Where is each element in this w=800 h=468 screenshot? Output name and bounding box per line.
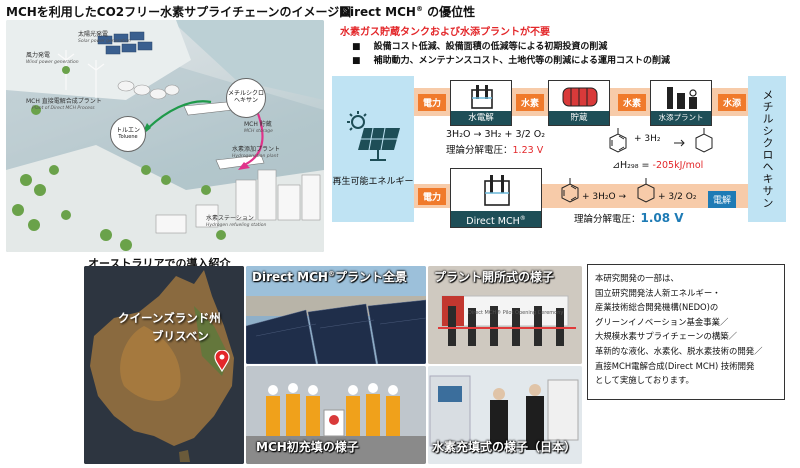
note-line: 革新的な液化、水素化、脱水素技術の開発／ bbox=[595, 345, 763, 356]
hydro-plant-box: 水添プラント bbox=[650, 80, 712, 126]
australia-map: クイーンズランド州 ブリスベン bbox=[84, 266, 244, 464]
mch-vertical-label: メチルシクロヘキサン bbox=[761, 89, 774, 209]
direct-mch-box: Direct MCH® bbox=[450, 168, 542, 228]
note-line: 本研究開発の一部は、 bbox=[595, 273, 679, 283]
label-solar-en: Solar power generation bbox=[78, 39, 131, 44]
electrolysis-label: 水電解 bbox=[451, 111, 511, 125]
equation-3-voltage: 理論分解電圧：1.08 V bbox=[574, 211, 684, 225]
note-line: 直接MCH電解合成(Direct MCH) 技術開発 bbox=[595, 360, 755, 371]
bullet-1: ■ 設備コスト低減、設備面積の低減等による初期投資の削減 bbox=[352, 42, 608, 52]
equation-3-tail: + 3/2 O₂ bbox=[658, 192, 697, 202]
renewable-label: 再生可能エネルギー bbox=[332, 177, 414, 187]
note-line: グリーンイノベーション基金事業／ bbox=[595, 316, 729, 327]
caption-first-fill: MCH初充填の様子 bbox=[256, 440, 359, 454]
note-line: として実施しております。 bbox=[595, 375, 694, 386]
map-label-state: クイーンズランド州 bbox=[118, 311, 221, 325]
direct-mch-electrolyzer-icon bbox=[484, 175, 510, 206]
map-label-city: ブリスベン bbox=[152, 329, 209, 343]
electrolysis-box: 水電解 bbox=[450, 80, 512, 126]
storage-box: 貯蔵 bbox=[548, 80, 610, 126]
note-line: 国立研究開発法人新エネルギー・ bbox=[595, 287, 721, 298]
storage-label: 貯蔵 bbox=[549, 111, 609, 125]
equation-3-plus: + 3H₂O → bbox=[582, 192, 626, 202]
label-solar: 太陽光発電 bbox=[78, 31, 109, 38]
equation-2-plus: + 3H₂ bbox=[634, 134, 661, 144]
electrolyzer-icon bbox=[471, 85, 493, 109]
hydrogen-fill-graphic bbox=[428, 366, 582, 464]
label-h2-station: 水素ステーション bbox=[206, 215, 254, 222]
electrolysis-tag: 電解 bbox=[708, 191, 737, 208]
bullet-2: ■ 補助動力、メンテナンスコスト、土地代等の削減による運用コストの削減 bbox=[352, 56, 671, 66]
label-wind-en: Wind power generation bbox=[26, 60, 79, 65]
note-line: 大規模水素サプライチェーンの構築／ bbox=[595, 331, 737, 342]
hydro-add-arrow: 水添 bbox=[718, 94, 747, 111]
mch-bubble: メチルシクロ ヘキサン bbox=[226, 78, 266, 118]
storage-tank-icon bbox=[562, 87, 598, 107]
caption-plant-overview: Direct MCH®プラント全景 bbox=[252, 270, 407, 284]
label-mch-store-en: MCH storage bbox=[244, 129, 273, 134]
advantage-headline: 水素ガス貯蔵タンクおよび水添プラントが不要 bbox=[340, 27, 550, 38]
photo-plant-overview: Direct MCH®プラント全景 bbox=[246, 266, 426, 364]
label-h2-station-en: Hydrogen refueling station bbox=[206, 223, 267, 228]
note-line: 産業技術総合開発機構(NEDO)の bbox=[595, 302, 719, 313]
mch-panel: メチルシクロヘキサン bbox=[748, 76, 786, 222]
left-title: MCHを利用したCO2フリー水素サプライチェーンのイメージ図 bbox=[6, 5, 352, 19]
direct-mch-label: Direct MCH® bbox=[451, 211, 541, 227]
equation-1: 3H₂O → 3H₂ + 3/2 O₂ bbox=[446, 129, 546, 140]
right-title: Direct MCH® の優位性 bbox=[340, 5, 476, 19]
opening-ceremony-graphic bbox=[428, 266, 582, 364]
solar-panel-icon bbox=[347, 111, 400, 161]
equation-1-voltage: 理論分解電圧：1.23 V bbox=[446, 145, 544, 156]
caption-opening-ceremony: プラント開所式の様子 bbox=[434, 270, 555, 284]
first-fill-graphic bbox=[246, 366, 426, 464]
label-mch-store: MCH 貯蔵 bbox=[244, 121, 272, 128]
supply-chain-illustration: 太陽光発電 Solar power generation 風力発電 Wind p… bbox=[6, 20, 324, 252]
power-arrow-2: 電力 bbox=[418, 188, 447, 205]
renewable-panel: 再生可能エネルギー bbox=[332, 76, 414, 222]
label-h2-plant: 水素添加プラント bbox=[232, 146, 281, 153]
equation-2-enthalpy: ⊿H₂₉₈ = -205kJ/mol bbox=[612, 160, 704, 171]
hydrogen-arrow-1: 水素 bbox=[516, 94, 545, 111]
label-wind: 風力発電 bbox=[26, 52, 51, 59]
hydrogenation-equation-graphic bbox=[609, 128, 713, 153]
hydrogenation-plant-icon bbox=[667, 87, 697, 109]
direct-mch-equation-graphic bbox=[561, 178, 655, 203]
hydro-plant-label: 水添プラント bbox=[651, 111, 711, 125]
hydrogen-arrow-2: 水素 bbox=[618, 94, 647, 111]
caption-hydrogen-fill: 水素充填式の様子（日本） bbox=[432, 440, 577, 454]
photo-first-fill: MCH初充填の様子 bbox=[246, 366, 426, 464]
plant-overview-graphic bbox=[246, 266, 426, 364]
label-h2-plant-en: Hydrogenation plant bbox=[232, 154, 279, 159]
photo-opening-ceremony: Direct MCH® Pilot Opening Ceremony プラント開… bbox=[428, 266, 582, 364]
ceremony-banner-text: Direct MCH® Pilot Opening Ceremony bbox=[468, 310, 564, 316]
nedo-note: 本研究開発の一部は、 国立研究開発法人新エネルギー・ 産業技術総合開発機構(NE… bbox=[587, 264, 785, 400]
label-mch-plant-en: Plant of Direct MCH Process bbox=[32, 106, 95, 111]
illustration-graphic bbox=[6, 20, 324, 252]
power-arrow-1: 電力 bbox=[418, 94, 447, 111]
toluene-bubble: トルエン Toluene bbox=[110, 116, 146, 152]
map-graphic bbox=[84, 266, 244, 464]
label-mch-plant: MCH 直接電解合成プラント bbox=[26, 98, 102, 105]
map-pin-icon bbox=[214, 350, 230, 372]
photo-hydrogen-fill: 水素充填式の様子（日本） bbox=[428, 366, 582, 464]
